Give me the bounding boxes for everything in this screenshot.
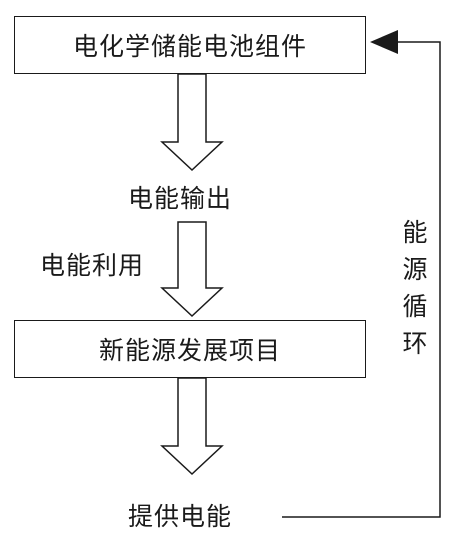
power-utilization-label: 电能利用 (40, 251, 145, 280)
storage-component-box: 电化学储能电池组件 (14, 16, 366, 74)
energy-cycle-loop-line (282, 41, 441, 518)
supply-power-label: 提供电能 (128, 502, 233, 531)
down-arrow-1-icon (160, 73, 224, 172)
down-arrow-3-icon (160, 377, 224, 476)
storage-component-label: 电化学储能电池组件 (72, 32, 307, 61)
down-arrow-2-icon (160, 221, 224, 318)
power-output-label: 电能输出 (128, 184, 233, 213)
energy-cycle-label: 能源循环 (399, 219, 428, 367)
new-energy-project-box: 新能源发展项目 (14, 320, 366, 378)
feedback-arrowhead-icon (370, 30, 398, 54)
new-energy-project-label: 新能源发展项目 (98, 336, 281, 365)
